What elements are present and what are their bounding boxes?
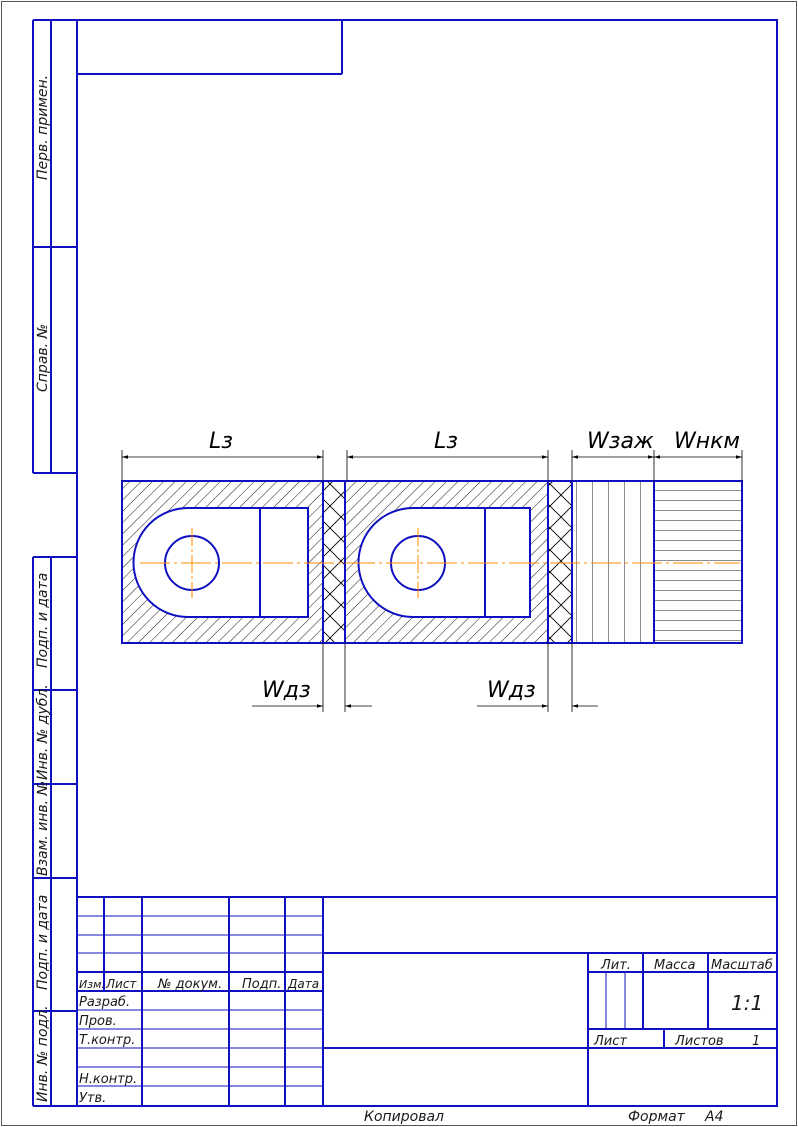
title-block — [77, 896, 777, 1106]
cutout-left — [132, 507, 309, 618]
side-label-perv-primen: Перв. примен. — [35, 75, 51, 180]
dim-label-wnkm: Wнкм — [674, 429, 740, 454]
side-label-vzam-inv: Взам. инв. № — [35, 781, 51, 876]
section-wdz-left — [323, 481, 345, 643]
side-label-sprav-no: Справ. № — [35, 324, 51, 392]
tb-lit: Лит. — [600, 958, 631, 973]
tb-massa: Масса — [654, 958, 695, 973]
tb-row-n-kontr: Н.контр. — [79, 1072, 137, 1087]
main-frame — [76, 19, 778, 1107]
tb-scale-value: 1:1 — [731, 991, 763, 1015]
side-label-podp-data-2: Подп. и дата — [35, 895, 51, 990]
dimension-lines — [121, 450, 743, 712]
side-label-inv-dubl: Инв. № дубл. — [35, 684, 51, 780]
footer-format-value: A4 — [704, 1109, 723, 1125]
section-wdz-right — [548, 481, 572, 643]
dim-label-l3-left: Lз — [209, 429, 233, 454]
dim-label-wdz-left: Wдз — [262, 678, 311, 703]
tb-header-data: Дата — [287, 977, 319, 991]
tb-row-t-kontr: Т.контр. — [79, 1033, 135, 1048]
footer-copied: Копировал — [364, 1109, 444, 1125]
tb-row-utv: Утв. — [79, 1091, 106, 1106]
tb-row-razrab: Разраб. — [79, 995, 130, 1010]
tb-row-prov: Пров. — [79, 1014, 117, 1029]
centerlines — [140, 528, 740, 598]
side-label-inv-podl: Инв. № подл. — [35, 1005, 51, 1102]
tb-header-list: Лист — [105, 977, 137, 991]
tb-masshtab: Масштаб — [711, 958, 773, 973]
tb-sheets-label: Листов — [674, 1034, 724, 1049]
tb-header-doc-no: № докум. — [157, 977, 222, 992]
tb-header-podp: Подп. — [242, 977, 281, 992]
side-label-podp-data-1: Подп. и дата — [35, 573, 51, 668]
dim-label-wzazh: Wзаж — [587, 429, 654, 454]
section-wzazh — [572, 481, 654, 643]
footer-format-label: Формат — [628, 1109, 686, 1125]
dim-label-l3-right: Lз — [434, 429, 458, 454]
side-strip — [32, 19, 77, 1107]
tb-sheets-value: 1 — [752, 1034, 760, 1049]
dim-label-wdz-right: Wдз — [487, 678, 536, 703]
tb-sheet-label: Лист — [593, 1034, 627, 1049]
tb-header-izm: Изм. — [79, 978, 105, 991]
section-wnkm — [654, 481, 742, 643]
technical-drawing: Lз Lз Wзаж Wнкм Wдз Wдз — [121, 429, 743, 712]
